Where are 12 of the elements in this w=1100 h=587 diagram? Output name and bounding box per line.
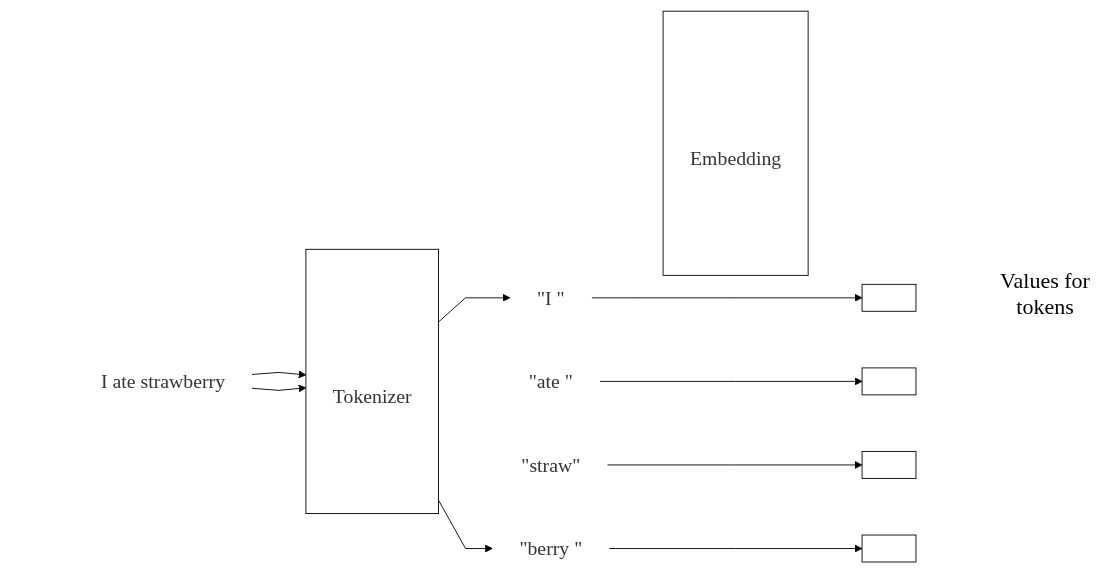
node-box [861,450,917,479]
node-box: Embedding [662,10,809,276]
note-label: Values for tokens [999,267,1091,320]
node-box [861,534,917,562]
node-text: "berry " [519,536,583,560]
node-text: I ate strawberry [100,369,226,393]
node-text: "I " [536,286,565,309]
node-text: "straw" [521,453,581,476]
node-box: Tokenizer [305,248,439,514]
node-text: "ate " [528,369,573,393]
node-box [861,283,917,312]
node-box [861,366,917,395]
